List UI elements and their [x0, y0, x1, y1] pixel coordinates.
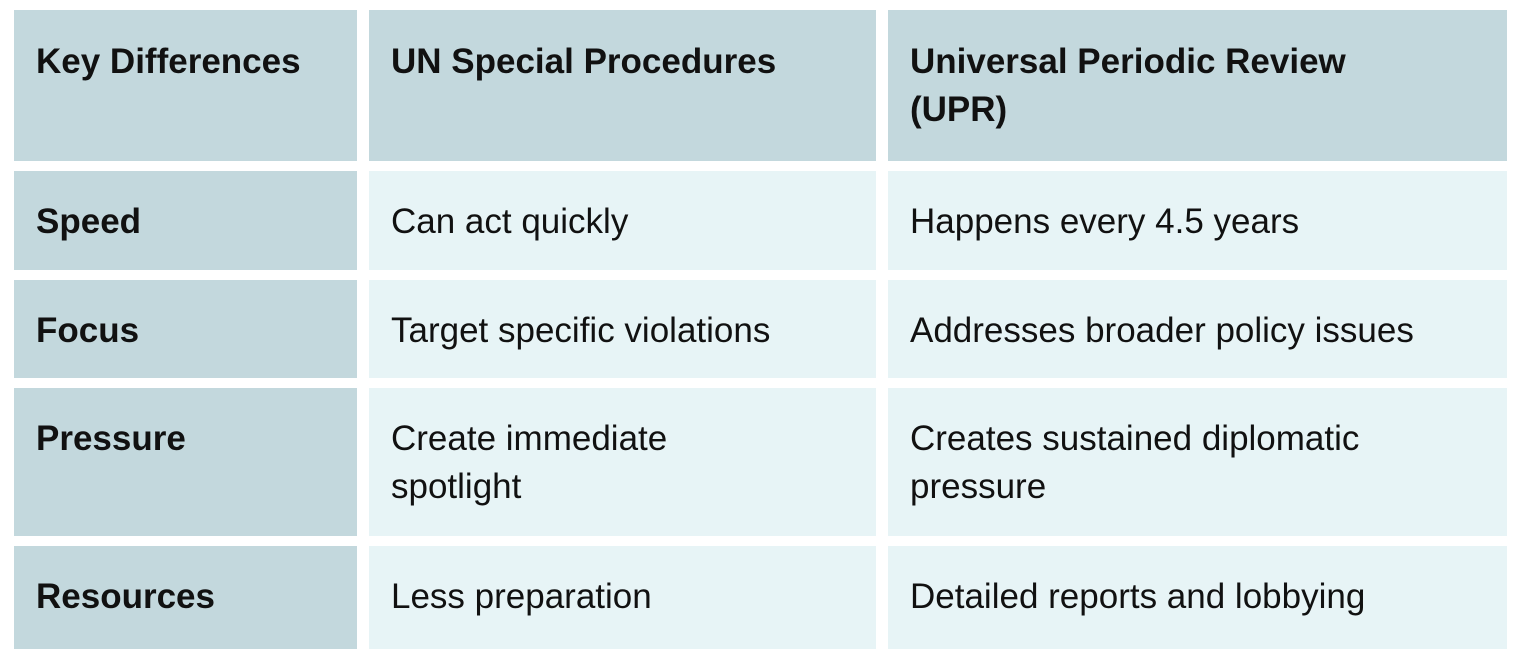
row-label: Pressure	[36, 419, 186, 458]
table-cell: Less preparation	[369, 546, 876, 649]
header-cell-upr: Universal Periodic Review (UPR)	[888, 10, 1507, 161]
row-label-speed: Speed	[14, 171, 357, 270]
table-cell: Create immediate spotlight	[369, 388, 876, 536]
cell-text: Target specific violations	[391, 311, 771, 350]
header-cell-un-special-procedures: UN Special Procedures	[369, 10, 876, 161]
cell-text: Addresses broader policy issues	[910, 311, 1414, 350]
table-cell: Target specific violations	[369, 280, 876, 378]
table-cell: Detailed reports and lobbying	[888, 546, 1507, 649]
row-label: Speed	[36, 202, 142, 241]
cell-text: Less preparation	[391, 577, 652, 616]
table-cell: Creates sustained diplomatic pressure	[888, 388, 1507, 536]
table-cell: Can act quickly	[369, 171, 876, 270]
header-label: Universal Periodic Review (UPR)	[910, 42, 1346, 129]
header-label: UN Special Procedures	[391, 42, 777, 81]
cell-text: Creates sustained diplomatic pressure	[910, 419, 1360, 506]
comparison-table: Key Differences UN Special Procedures Un…	[14, 10, 1507, 649]
row-label-pressure: Pressure	[14, 388, 357, 536]
cell-text: Happens every 4.5 years	[910, 202, 1300, 241]
row-label: Focus	[36, 311, 140, 350]
table-cell: Addresses broader policy issues	[888, 280, 1507, 378]
row-label-resources: Resources	[14, 546, 357, 649]
cell-text: Create immediate spotlight	[391, 419, 668, 506]
row-label: Resources	[36, 577, 215, 616]
header-label: Key Differences	[36, 42, 301, 81]
cell-text: Detailed reports and lobbying	[910, 577, 1366, 616]
cell-text: Can act quickly	[391, 202, 629, 241]
row-label-focus: Focus	[14, 280, 357, 378]
table-cell: Happens every 4.5 years	[888, 171, 1507, 270]
header-cell-key-differences: Key Differences	[14, 10, 357, 161]
